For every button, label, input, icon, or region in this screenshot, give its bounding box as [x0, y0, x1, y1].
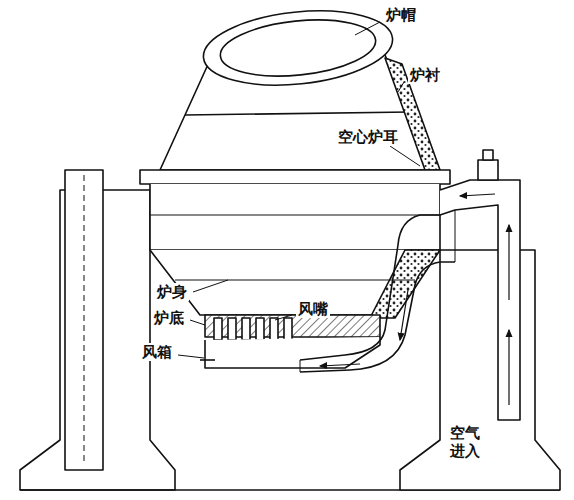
part-label: 炉帽: [384, 6, 418, 24]
part-label: 炉身: [155, 283, 189, 301]
part-label: 风嘴: [296, 300, 330, 318]
part-label: 空气 进入: [448, 424, 487, 460]
part-label: 空心炉耳: [336, 128, 400, 146]
part-label: 风箱: [140, 343, 174, 361]
part-label: 炉底: [152, 309, 186, 327]
part-label: 炉衬: [408, 66, 442, 84]
